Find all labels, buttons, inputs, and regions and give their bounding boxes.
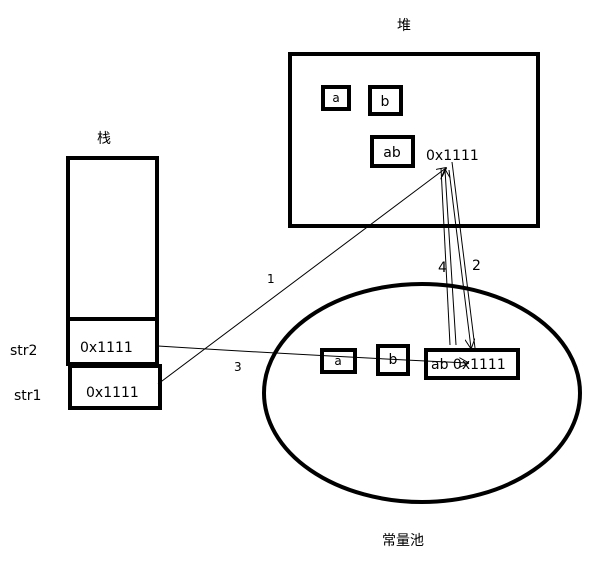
arrow-4-left	[440, 167, 451, 346]
stack-label: 栈	[97, 131, 111, 147]
arrow-1	[157, 168, 446, 385]
heap-item-a: a	[332, 91, 339, 105]
heap-label: 堆	[397, 18, 411, 34]
constant-pool-ellipse	[262, 282, 582, 504]
stack-str1-value: 0x1111	[86, 385, 139, 401]
arrow-2	[448, 169, 471, 348]
arrow-3-label: 3	[234, 360, 242, 374]
pool-item-a-box	[320, 348, 357, 374]
heap-item-b-box	[368, 85, 403, 116]
arrow-4	[445, 170, 457, 346]
heap-item-ab-box	[370, 135, 415, 168]
stack-str1-name: str1	[14, 388, 41, 404]
heap-item-a-box	[321, 85, 351, 111]
stack-str2-name: str2	[10, 343, 37, 359]
stack-cell-str1	[68, 364, 162, 410]
arrow-1-label: 1	[267, 272, 275, 286]
heap-item-b: b	[381, 94, 390, 110]
arrow-2-label: 2	[472, 258, 481, 274]
stack-str2-value: 0x1111	[80, 340, 133, 356]
heap-address: 0x1111	[426, 148, 479, 164]
arrow-3	[157, 345, 468, 363]
heap-box	[288, 52, 540, 228]
stack-box	[66, 156, 159, 321]
pool-item-a: a	[334, 354, 341, 368]
arrow-4-label: 4	[438, 260, 447, 276]
pool-item-b: b	[389, 352, 398, 368]
arrow-2-left	[451, 161, 476, 349]
pool-ab-text: ab 0x1111	[431, 357, 506, 373]
heap-item-ab: ab	[383, 145, 401, 161]
constant-pool-label: 常量池	[382, 533, 424, 549]
pool-ab-box	[424, 348, 520, 380]
